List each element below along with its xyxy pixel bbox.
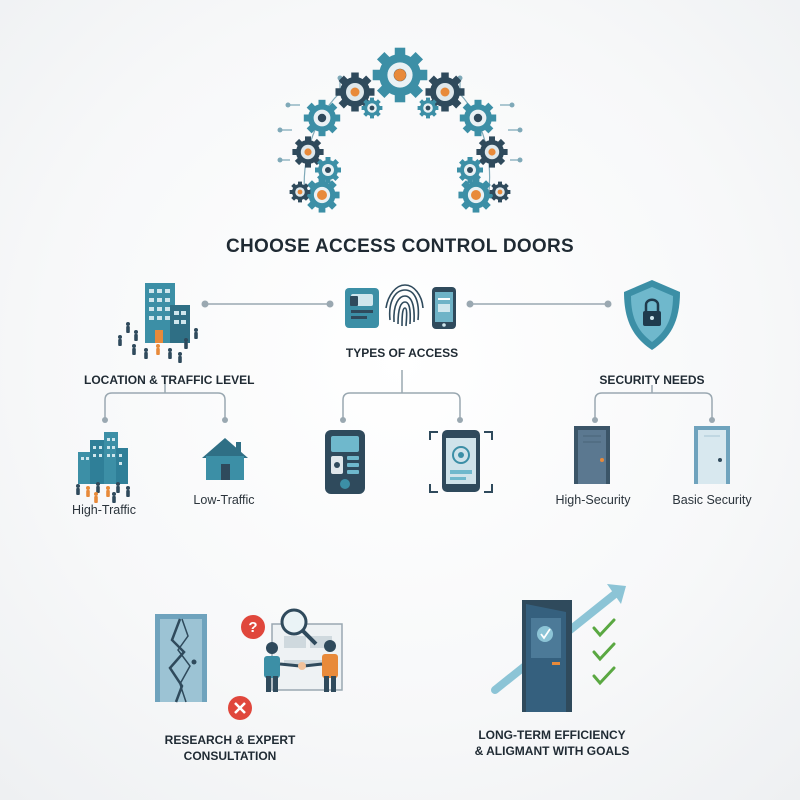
growth-door-icon (491, 584, 626, 712)
basic-security-label: Basic Security (672, 493, 752, 507)
card-reader-icon (345, 288, 379, 328)
consultation-icon: ? (155, 608, 343, 720)
low-traffic-label: Low-Traffic (193, 493, 255, 507)
longterm-label-line2: & ALIGMANT WITH GOALS (474, 744, 630, 758)
types-of-access-label: TYPES OF ACCESS (345, 346, 459, 360)
office-building-icon (118, 283, 198, 363)
location-traffic-label: LOCATION & TRAFFIC LEVEL (84, 373, 255, 387)
longterm-label-line1: LONG-TERM EFFICIENCY (478, 728, 626, 742)
city-crowd-icon (76, 432, 130, 503)
branch-connectors (104, 370, 713, 420)
fingerprint-icon (385, 284, 424, 327)
mobile-scan-icon (429, 430, 493, 493)
research-label-line1: RESEARCH & EXPERT (164, 733, 296, 747)
gears-arch-icon (277, 47, 523, 213)
security-needs-label: SECURITY NEEDS (599, 373, 705, 387)
svg-text:?: ? (248, 619, 257, 636)
smartphone-icon (432, 287, 456, 329)
house-icon (202, 438, 248, 480)
high-security-label: High-Security (555, 493, 631, 507)
shield-lock-icon (624, 280, 680, 350)
steel-door-icon (574, 426, 610, 484)
page-title: CHOOSE ACCESS CONTROL DOORS (225, 236, 575, 257)
research-label-line2: CONSULTATION (183, 749, 277, 763)
high-traffic-label: High-Traffic (72, 503, 136, 517)
card-terminal-icon (325, 430, 365, 494)
basic-door-icon (694, 426, 730, 484)
